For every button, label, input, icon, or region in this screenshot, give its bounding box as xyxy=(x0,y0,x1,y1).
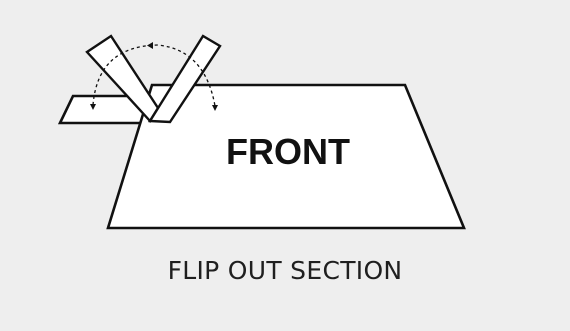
rotation-arc xyxy=(92,44,216,107)
arrow-head-left xyxy=(90,104,96,110)
arrow-head-right xyxy=(212,105,218,111)
caption: FLIP OUT SECTION xyxy=(167,256,403,285)
arrow-head-top xyxy=(147,42,153,49)
front-label: FRONT xyxy=(226,131,350,172)
flip-section-raised-right xyxy=(147,34,222,124)
front-sheet xyxy=(106,83,466,230)
